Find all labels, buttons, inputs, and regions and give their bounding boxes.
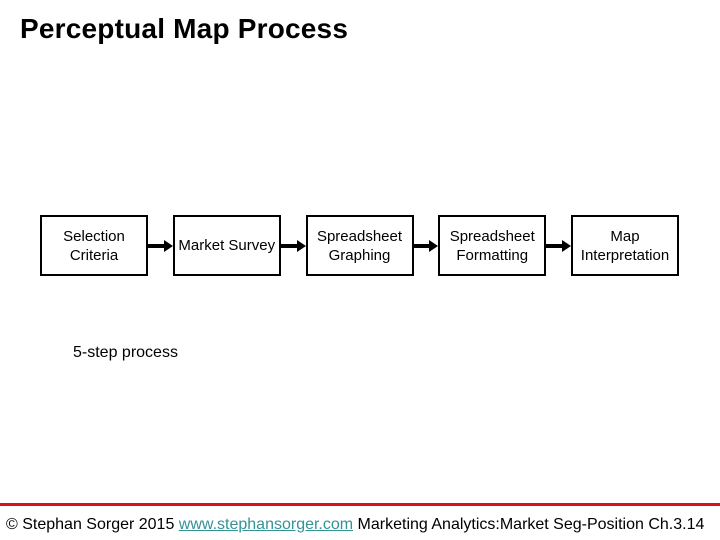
right-arrow-icon xyxy=(546,215,571,276)
step-label: Map Interpretation xyxy=(580,227,670,264)
step-count-note: 5-step process xyxy=(73,344,178,361)
right-arrow-icon xyxy=(280,215,306,276)
arrow-head xyxy=(562,239,571,252)
arrow-shaft xyxy=(546,243,562,248)
arrow-shaft xyxy=(413,243,430,248)
step-label: Spreadsheet Graphing xyxy=(316,227,403,264)
process-step-spreadsheet-graphing: Spreadsheet Graphing xyxy=(305,215,414,276)
arrow-head xyxy=(163,239,173,252)
footer-credit-line: © Stephan Sorger 2015 www.stephansorger.… xyxy=(6,515,704,535)
right-arrow-icon xyxy=(413,215,439,276)
arrow-head xyxy=(296,239,306,252)
step-label: Market Survey xyxy=(178,237,276,254)
footer-reference-text: Marketing Analytics:Market Seg-Position … xyxy=(353,516,705,533)
process-step-map-interpretation: Map Interpretation xyxy=(571,215,679,276)
process-step-market-survey: Market Survey xyxy=(172,215,281,276)
footer-accent-line xyxy=(0,503,720,506)
arrow-shaft xyxy=(280,243,297,248)
right-arrow-icon xyxy=(148,215,173,276)
process-step-spreadsheet-formatting: Spreadsheet Formatting xyxy=(438,215,547,276)
arrow-shaft xyxy=(148,243,164,248)
footer-copyright-text: © Stephan Sorger 2015 xyxy=(6,516,179,533)
arrow-head xyxy=(429,239,439,252)
step-label: Spreadsheet Formatting xyxy=(449,227,535,264)
footer-website-link[interactable]: www.stephansorger.com xyxy=(178,516,354,533)
process-step-selection-criteria: Selection Criteria xyxy=(40,215,148,276)
step-label: Selection Criteria xyxy=(63,227,125,264)
process-flow: Selection Criteria Market Survey Spreads… xyxy=(40,215,679,276)
slide-title: Perceptual Map Process xyxy=(20,13,349,44)
